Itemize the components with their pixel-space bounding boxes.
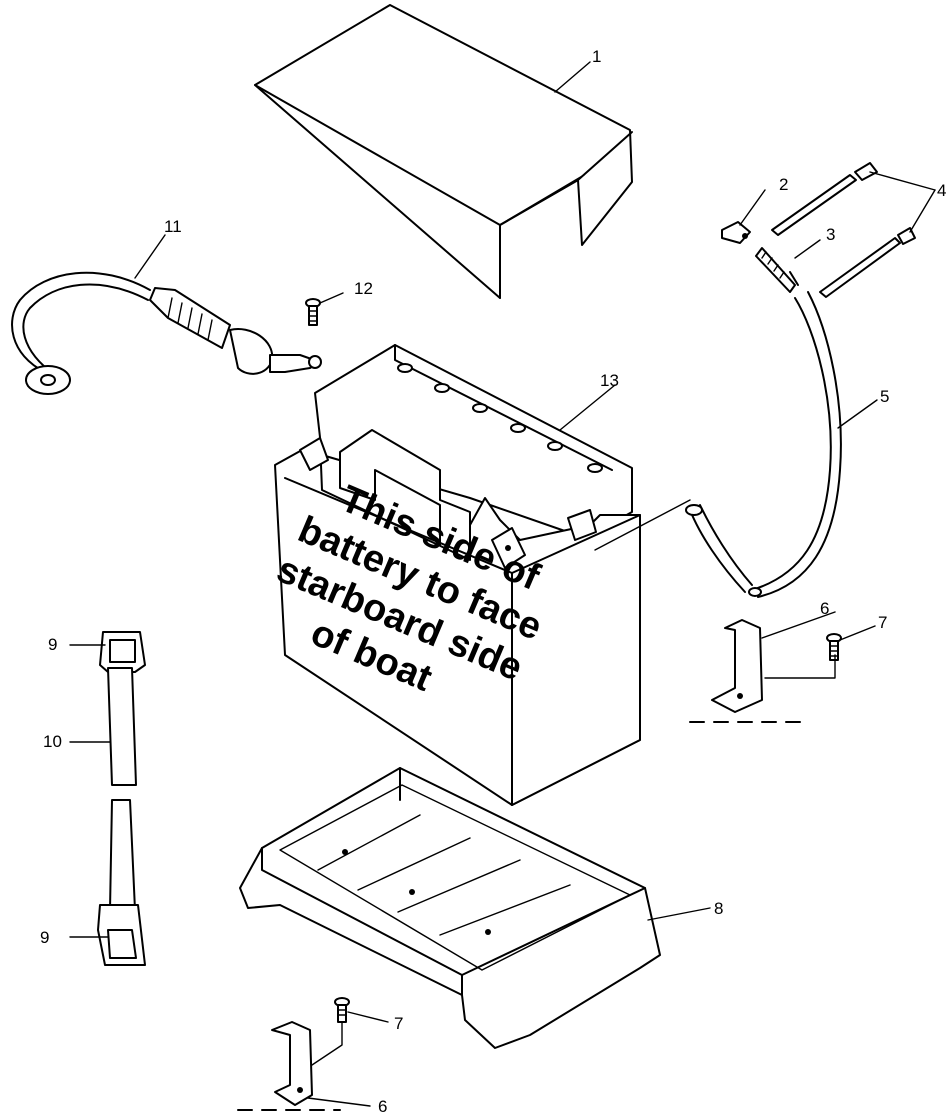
callout-3: 3 <box>826 225 835 244</box>
negative-cable-icon <box>11 271 322 395</box>
bracket-icon-upper <box>711 619 763 713</box>
battery-cover-icon <box>254 4 633 299</box>
bracket-icon-lower <box>271 1021 313 1106</box>
battery-tray-icon <box>239 767 661 1049</box>
callout-labels: 1 2 3 4 5 6 7 8 9 10 9 11 12 13 7 6 <box>40 47 946 1114</box>
callout-9-upper: 9 <box>48 635 57 654</box>
leader-lines <box>69 61 936 1107</box>
callout-6-lower: 6 <box>378 1097 387 1114</box>
bolt-icon <box>305 298 321 326</box>
reference-dashes <box>237 721 809 1111</box>
terminal-hardware-icon <box>721 162 916 298</box>
vent-caps <box>397 363 603 473</box>
screw-icon-upper <box>826 633 842 661</box>
callout-11: 11 <box>164 217 182 236</box>
battery-warning-label: This side of battery to face starboard s… <box>271 478 548 700</box>
positive-cable-icon <box>594 291 842 598</box>
callout-10: 10 <box>43 732 62 751</box>
callout-8: 8 <box>714 899 723 918</box>
callout-2: 2 <box>779 175 788 194</box>
callout-9-lower: 9 <box>40 928 49 947</box>
battery-icon <box>274 344 641 806</box>
callout-1: 1 <box>592 47 601 66</box>
callout-7-lower: 7 <box>394 1014 403 1033</box>
hold-down-strap-icon <box>97 631 146 966</box>
callout-7-upper: 7 <box>878 613 887 632</box>
callout-6-upper: 6 <box>820 599 829 618</box>
callout-12: 12 <box>354 279 373 298</box>
callout-5: 5 <box>880 387 889 406</box>
screw-icon-lower <box>334 997 350 1023</box>
callout-4: 4 <box>937 181 946 200</box>
callout-13: 13 <box>600 371 619 390</box>
